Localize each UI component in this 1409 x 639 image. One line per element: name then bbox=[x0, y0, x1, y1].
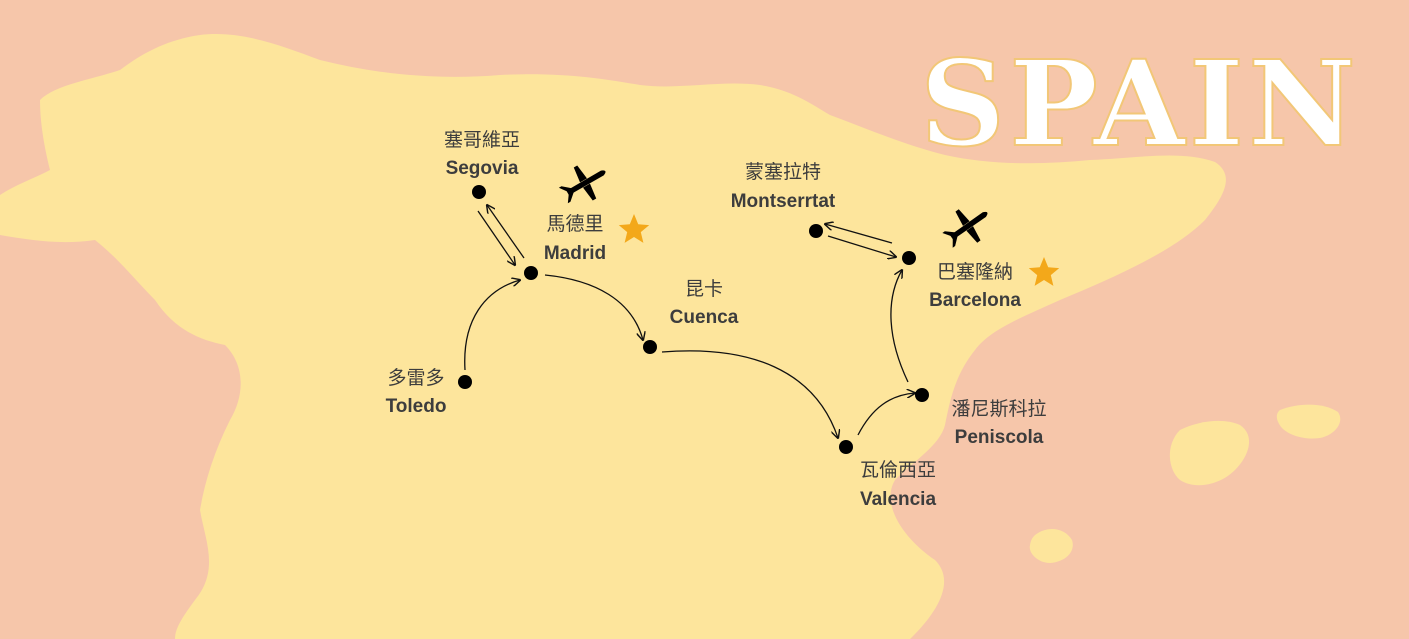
spain-land bbox=[0, 34, 1226, 639]
barcelona-label-zh: 巴塞隆納 bbox=[937, 261, 1013, 283]
valencia-marker bbox=[839, 440, 853, 454]
peniscola-label-zh: 潘尼斯科拉 bbox=[951, 398, 1046, 420]
arrow-madrid-to-segovia bbox=[487, 205, 525, 259]
valencia-label-en: Valencia bbox=[860, 489, 936, 510]
peniscola-label-en: Peniscola bbox=[955, 427, 1044, 448]
cuenca-label-zh: 昆卡 bbox=[685, 278, 723, 300]
barcelona-marker bbox=[902, 251, 916, 265]
arrow-valencia-to-peniscola bbox=[857, 393, 915, 436]
star-icon bbox=[618, 214, 650, 243]
arrow-segovia-to-madrid bbox=[477, 210, 515, 265]
arrow-peniscola-to-barcelona bbox=[890, 270, 909, 383]
city-markers bbox=[458, 185, 929, 454]
toledo-label-zh: 多雷多 bbox=[387, 367, 444, 389]
montserrat-label-zh: 蒙塞拉特 bbox=[745, 161, 821, 183]
star-icon bbox=[1028, 257, 1060, 286]
arrow-toledo-to-madrid bbox=[464, 280, 520, 371]
arrow-cuenca-to-valencia bbox=[661, 350, 838, 438]
cuenca-marker bbox=[643, 340, 657, 354]
route-arrows bbox=[464, 205, 915, 438]
valencia-label-zh: 瓦倫西亞 bbox=[860, 459, 936, 481]
madrid-label-zh: 馬德里 bbox=[546, 213, 603, 235]
island-ibiza bbox=[1029, 528, 1073, 563]
arrow-montserrat-to-barcelona bbox=[827, 235, 896, 257]
arrow-barcelona-to-montserrat bbox=[825, 224, 893, 244]
madrid-marker bbox=[524, 266, 538, 280]
cuenca-label-en: Cuenca bbox=[670, 307, 739, 328]
montserrat-label-en: Montserrtat bbox=[731, 191, 836, 212]
portugal-region bbox=[0, 235, 241, 639]
peniscola-marker bbox=[915, 388, 929, 402]
montserrat-marker bbox=[809, 224, 823, 238]
madrid-label-en: Madrid bbox=[544, 243, 606, 264]
toledo-label-en: Toledo bbox=[386, 396, 447, 417]
map-title: SPAIN bbox=[920, 34, 1360, 173]
segovia-label-en: Segovia bbox=[446, 158, 519, 179]
arrow-madrid-to-cuenca bbox=[544, 274, 643, 340]
island-mallorca bbox=[1169, 420, 1250, 486]
toledo-marker bbox=[458, 375, 472, 389]
barcelona-label-en: Barcelona bbox=[929, 290, 1021, 311]
segovia-marker bbox=[472, 185, 486, 199]
island-menorca bbox=[1276, 404, 1341, 439]
segovia-label-zh: 塞哥維亞 bbox=[444, 129, 520, 151]
